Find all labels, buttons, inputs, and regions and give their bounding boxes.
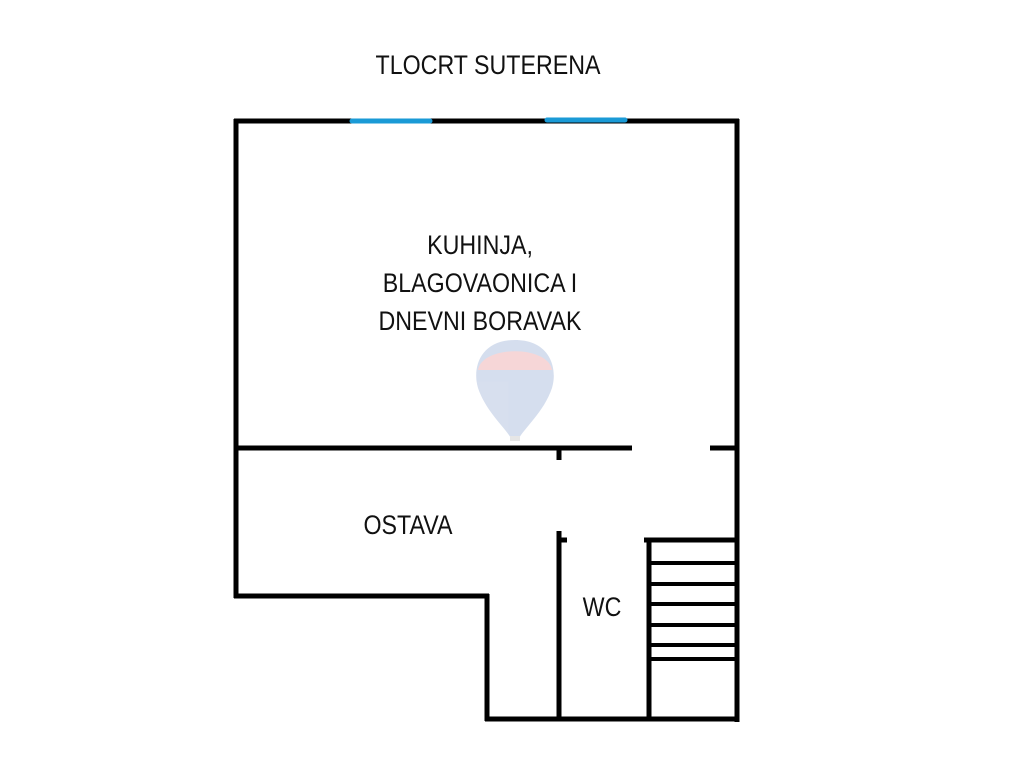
walls	[233, 118, 740, 722]
room-label-living-2: BLAGOVAONICA I	[382, 268, 578, 298]
stairs	[649, 561, 737, 661]
windows	[349, 117, 628, 124]
room-label-wc: WC	[582, 592, 622, 622]
room-label-living-3: DNEVNI BORAVAK	[378, 306, 582, 336]
plan-title: TLOCRT SUTERENA	[375, 50, 601, 80]
room-label-living-1: KUHINJA,	[427, 230, 533, 260]
watermark-logo	[476, 340, 554, 441]
room-label-storage: OSTAVA	[363, 510, 453, 540]
